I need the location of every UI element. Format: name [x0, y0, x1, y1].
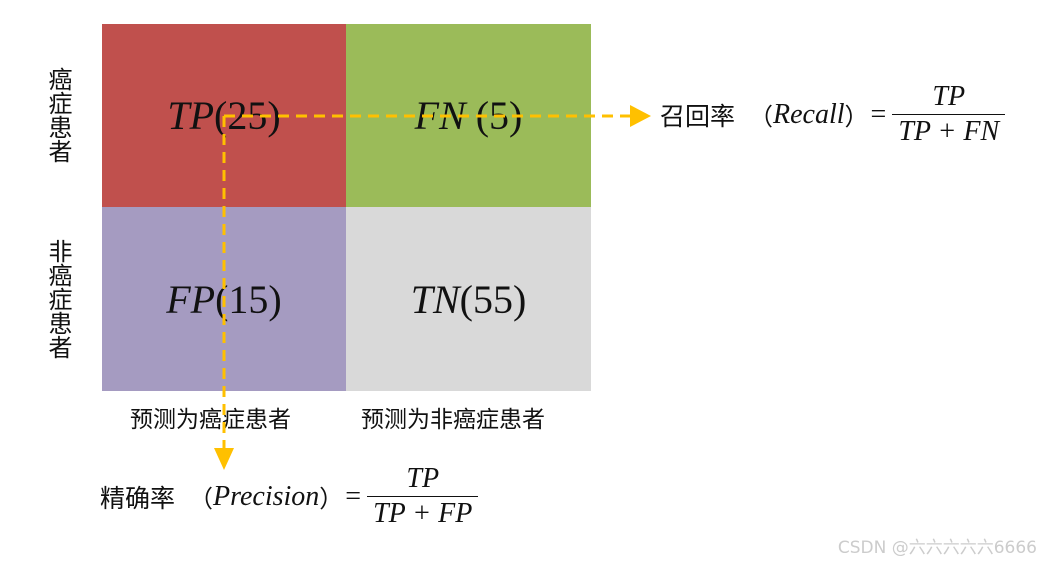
recall-equals: =: [870, 98, 887, 130]
cell-true-negative: TN(55): [346, 207, 591, 391]
recall-numerator: TP: [932, 81, 966, 112]
precision-fraction: TP TP + FP: [367, 462, 479, 531]
cell-tn-abbr: TN: [410, 276, 460, 322]
recall-denominator: TP + FN: [898, 116, 1000, 147]
recall-name-cn: 召回率: [660, 101, 736, 131]
precision-formula: 精确率 （ Precision ） = TP TP + FP: [100, 462, 479, 531]
cell-fp-abbr: FP: [166, 276, 216, 322]
precision-name-en: Precision: [213, 480, 320, 512]
column-label-predicted-non-cancer: 预测为非癌症患者: [361, 407, 545, 433]
cell-fn-count: (5): [475, 93, 523, 138]
column-label-predicted-cancer: 预测为癌症患者: [130, 407, 291, 433]
recall-fraction: TP TP + FN: [892, 80, 1006, 149]
recall-formula: 召回率 （ Recall ） = TP TP + FN: [660, 80, 1006, 149]
recall-fraction-bar: [892, 114, 1006, 115]
cell-false-positive: FP(15): [102, 207, 346, 391]
recall-close-paren: ）: [844, 103, 869, 131]
precision-open-paren: （: [189, 485, 214, 513]
row-label-cancer: 癌症患者: [44, 67, 72, 163]
row-label-non-cancer: 非癌症患者: [44, 239, 72, 359]
cell-tp-count: (25): [214, 93, 281, 138]
precision-fraction-bar: [367, 496, 479, 497]
cell-tn-count: (55): [459, 276, 527, 322]
recall-open-paren: （: [749, 103, 774, 131]
recall-arrow-head: [630, 105, 651, 127]
cell-fn-abbr: FN: [414, 93, 466, 138]
cell-true-positive: TP(25): [102, 24, 346, 207]
cell-false-negative: FN (5): [346, 24, 591, 207]
precision-denominator: TP + FP: [373, 498, 473, 529]
confusion-matrix: TP(25) FN (5) FP(15) TN(55): [102, 24, 591, 391]
precision-close-paren: ）: [319, 485, 344, 513]
recall-name-en: Recall: [773, 98, 845, 130]
cell-fp-count: (15): [215, 276, 282, 322]
cell-tp-abbr: TP: [167, 93, 215, 138]
precision-equals: =: [345, 480, 362, 512]
precision-numerator: TP: [406, 463, 440, 494]
precision-name-cn: 精确率: [100, 483, 176, 513]
watermark: CSDN @六六六六六6666: [837, 538, 1037, 558]
